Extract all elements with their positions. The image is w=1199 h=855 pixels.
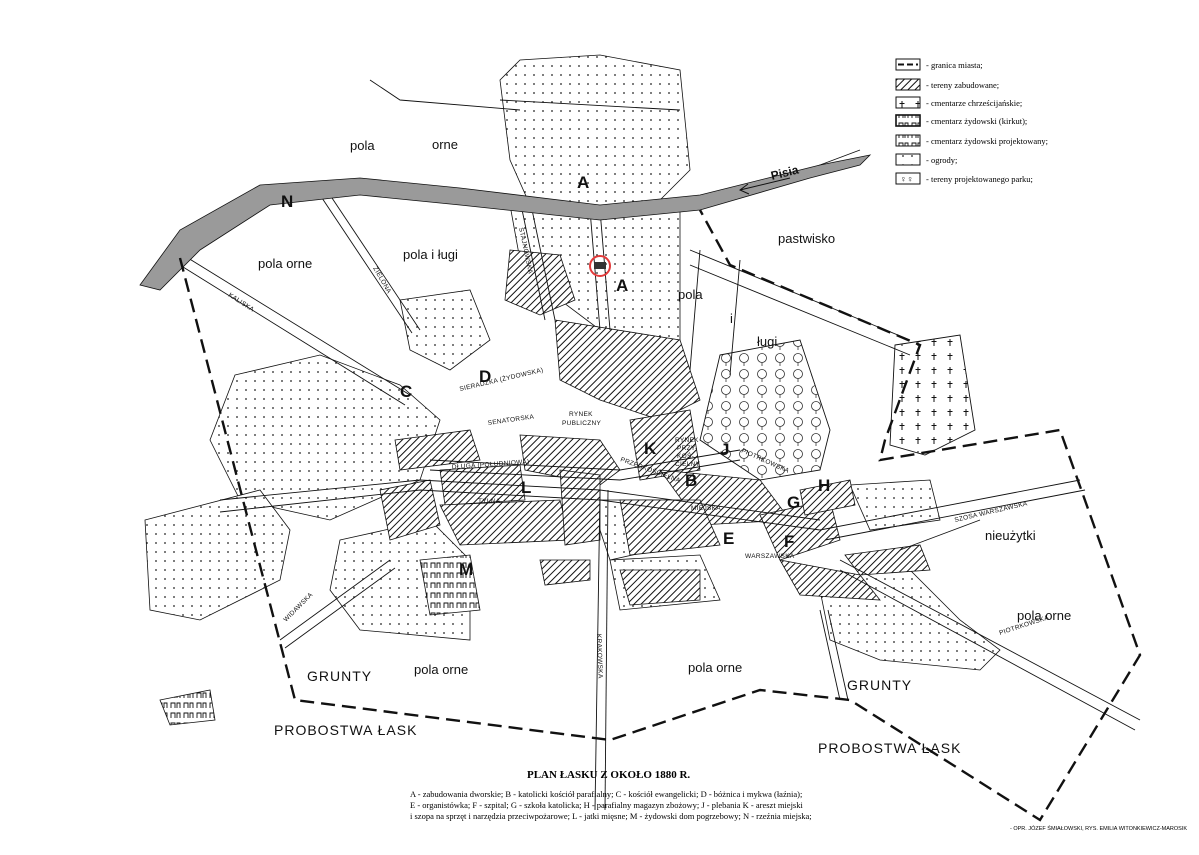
letter-H: H [818,476,830,495]
legend-swatch-christian [895,96,921,109]
caption-line-1: A - zabudowania dworskie; B - katolicki … [410,789,802,799]
label-river: Pisia [769,162,800,182]
street-senatorska: SENATORSKA [487,413,535,426]
legend-text-gardens: - ogrody; [926,155,957,165]
label-rynek-p1: RYNEK [675,437,699,444]
legend-swatch-gardens [895,153,921,166]
legend-swatch-border [895,58,921,71]
letter-G: G [787,493,800,512]
label-i-e: i [730,311,733,326]
label-rynek-p3: KOŚ- [677,451,694,460]
letter-A-south: A [616,276,628,295]
label-pastwisko: pastwisko [778,231,835,246]
label-pola-n1: pola [350,138,375,153]
label-nieuzytki: nieużytki [985,528,1036,543]
label-pola-orne-se: pola orne [1017,608,1071,623]
letter-F: F [784,532,794,551]
svg-text:♀♀: ♀♀ [900,174,914,184]
legend-swatch-jewish-proj [895,134,921,147]
legend-text-built: - tereny zabudowane; [926,80,999,90]
legend: ♀♀ - granica miasta; - tereny zabudowane… [895,58,1048,185]
park-area [699,334,976,481]
caption-line-3: i szopa na sprzęt i narzędzia przeciwpoż… [410,811,812,821]
letter-B: B [685,471,697,490]
label-probostwa-e: PROBOSTWA ŁASK [818,740,961,756]
caption-credit: - OPR. JÓZEF ŚMIAŁOWSKI, RYS. EMILIA WIT… [1010,824,1187,832]
label-rynek-p4: CIELNY [675,461,701,468]
built-up-layer [379,249,931,606]
street-kaliska: KALISKA [227,292,256,314]
street-sieradzka: SIERADZKA (ŻYDOWSKA) [458,365,544,393]
river-pisia [139,154,872,291]
town-border [178,209,1142,822]
legend-text-jewish: - cmentarz żydowski (kirkut); [926,116,1027,126]
caption-line-2: E - organistówka; F - szpital; G - szkoł… [410,800,803,810]
letter-A-north: A [577,173,589,192]
highlight-marker [589,255,611,277]
label-pola-i-lugi: pola i ługi [403,247,458,262]
street-szosa: SZOSA WARSZAWSKA [954,500,1029,524]
gardens-layer [144,54,1001,726]
label-lugi-e: ługi [757,334,777,349]
letter-M: M [459,560,473,579]
marked-building [594,262,606,269]
street-krakowska: KRAKOWSKA [595,634,604,679]
river-flow-arrow [739,177,791,195]
legend-text-jewish-proj: - cmentarz żydowski projektowany; [926,136,1048,146]
label-pola-e: pola [678,287,703,302]
label-pola-orne-s2: pola orne [688,660,742,675]
label-orne-n2: orne [432,137,458,152]
letter-N: N [281,192,293,211]
label-grunty-e: GRUNTY [847,677,912,693]
letter-J: J [720,440,729,459]
label-probostwa-w: PROBOSTWA ŁASK [274,722,417,738]
label-rynek-p2: PRZY- [677,445,697,452]
area-labels: pola orne pola orne pola i ługi pastwisk… [258,137,1071,756]
legend-text-christian: - cmentarze chrześcijańskie; [926,98,1022,108]
legend-swatch-built [895,78,921,91]
street-miejska: MIEJSKA [691,505,721,512]
street-tylna: TYLNA [478,498,501,505]
label-pola-orne-w: pola orne [258,256,312,271]
legend-text-park: - tereny projektowanego parku; [926,174,1033,184]
label-rynek: RYNEK [569,411,593,418]
letter-L: L [521,478,531,497]
street-warszawska: WARSZAWSKA [745,553,795,560]
legend-swatch-park [895,172,921,185]
caption-title: PLAN ŁASKU Z OKOŁO 1880 R. [527,769,690,781]
letter-E: E [723,529,734,548]
letter-C: C [400,382,412,401]
label-pola-orne-s1: pola orne [414,662,468,677]
letter-D: D [479,367,491,386]
legend-text-border: - granica miasta; [926,60,983,70]
label-rynek-publiczny: PUBLICZNY [562,420,602,427]
caption: PLAN ŁASKU Z OKOŁO 1880 R. A - zabudowan… [410,769,1187,832]
letter-K: K [644,439,657,458]
street-zielona: ZIELONA [371,266,392,296]
label-grunty-w: GRUNTY [307,668,372,684]
legend-swatch-jewish [895,114,921,127]
building-letters: A A B C D E F G H J K L M N [281,173,830,579]
